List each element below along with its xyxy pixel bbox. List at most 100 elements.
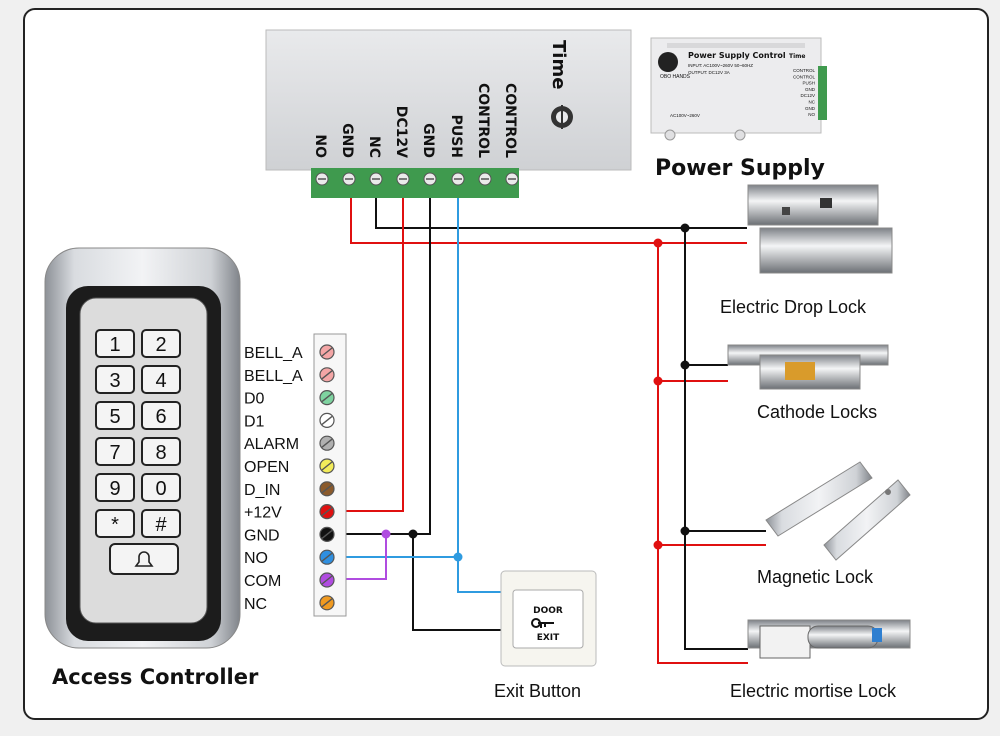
keypad-key-label: 3: [109, 370, 120, 392]
junction-dot: [381, 529, 391, 539]
junction-dot: [408, 529, 418, 539]
junction-dot: [653, 238, 663, 248]
keypad-key[interactable]: 2: [141, 329, 181, 358]
keypad-key-label: 4: [155, 370, 166, 392]
photo-spec-2: OUTPUT: DC12V 3A: [688, 70, 730, 75]
photo-terminal-label: GND: [805, 106, 816, 111]
keypad-key[interactable]: 6: [141, 401, 181, 430]
access-controller-caption: Access Controller: [52, 665, 259, 689]
keypad-key-face: [95, 365, 135, 394]
lock-caption-cathode: Cathode Locks: [757, 402, 877, 422]
power-supply-terminal-label: GND: [339, 123, 355, 158]
drop-lock-body: [747, 184, 879, 226]
photo-terminal-label: NO: [808, 112, 815, 117]
keypad-key-face: [141, 365, 181, 394]
controller-terminal-screw-slot: [321, 438, 333, 448]
keypad-key[interactable]: 4: [141, 365, 181, 394]
controller-terminals: BELL_ABELL_AD0D1ALARMOPEND_IN+12VGNDNOCO…: [244, 344, 335, 613]
magnet-body: [765, 461, 873, 537]
power-supply-terminal-label: PUSH: [448, 115, 464, 158]
exit-button-line2: EXIT: [537, 633, 560, 643]
mortise-tip: [872, 628, 882, 642]
keypad-key[interactable]: *: [95, 509, 135, 538]
keypad-key-face: [95, 401, 135, 430]
power-supply-terminal-label: DC12V: [393, 106, 409, 158]
junction-dots: [381, 223, 690, 562]
mount-hole: [734, 129, 746, 141]
keypad-key[interactable]: 1: [95, 329, 135, 358]
keypad-key[interactable]: #: [141, 509, 181, 538]
photo-title: Power Supply Control: [688, 51, 786, 60]
keypad-key-face: [141, 473, 181, 502]
controller-terminal-screw-slot: [321, 529, 333, 539]
wire-black-gnd: [336, 190, 431, 535]
junction-dot: [653, 376, 663, 386]
lock-caption-mortise: Electric mortise Lock: [730, 681, 897, 701]
controller-terminal-label: D1: [244, 413, 265, 430]
drop-lock-sticker: [820, 198, 832, 208]
keypad-key-label: 8: [155, 442, 166, 464]
power-supply-brand: Time: [548, 40, 569, 89]
keypad-key-label: 0: [155, 478, 166, 500]
photo-terminal-label: NC: [809, 100, 816, 105]
terminal-screws: [315, 172, 519, 186]
keypad-key-label: 7: [109, 442, 120, 464]
drop-lock-icon: [747, 184, 893, 274]
controller-terminal-label: D0: [244, 391, 265, 408]
power-supply-terminal-label: NC: [366, 136, 382, 158]
wire-purple-com: [336, 534, 387, 580]
keypad-key-face: [95, 509, 135, 538]
drop-lock-screw: [782, 207, 790, 215]
controller-terminal-screw-slot: [321, 347, 333, 357]
keypad-key[interactable]: 8: [141, 437, 181, 466]
wire-black-exit: [412, 534, 512, 631]
keypad-key[interactable]: 9: [95, 473, 135, 502]
controller-terminal-label: COM: [244, 573, 281, 590]
junction-dot: [680, 360, 690, 370]
controller-terminal-label: BELL_A: [244, 368, 303, 385]
photo-top-edge: [667, 43, 805, 48]
cathode-lock-icon: [727, 344, 889, 390]
keypad-key-face: [141, 509, 181, 538]
keypad-key-label: #: [155, 514, 167, 536]
keypad-key[interactable]: 5: [95, 401, 135, 430]
keypad-key[interactable]: 0: [141, 473, 181, 502]
keypad-key-label: 6: [155, 406, 166, 428]
controller-terminal-label: NO: [244, 550, 268, 567]
keypad-key[interactable]: 7: [95, 437, 135, 466]
exit-button[interactable]: DOOR EXIT: [500, 570, 597, 667]
photo-spec-1: INPUT: AC100V~260V 50~60HZ: [688, 63, 753, 68]
exit-button-line1: DOOR: [533, 606, 563, 616]
photo-logo-text: OBO HANDS: [660, 74, 691, 80]
bell-button[interactable]: [109, 543, 179, 575]
keypad-key-face: [95, 473, 135, 502]
wire-black-rail: [684, 228, 748, 650]
power-supply-terminal-label: NO: [312, 134, 328, 158]
wire-black-main: [375, 190, 747, 229]
controller-terminal-screw-slot: [321, 484, 333, 494]
keypad-key[interactable]: 3: [95, 365, 135, 394]
key-icon-ring: [531, 618, 541, 628]
controller-terminal-label: ALARM: [244, 436, 299, 453]
keypad-key-label: 9: [109, 478, 120, 500]
controller-terminal-label: BELL_A: [244, 345, 303, 362]
power-supply-terminal-label: CONTROL: [475, 83, 491, 158]
cathode-latch: [785, 362, 815, 380]
magnetic-lock-icon: [765, 461, 911, 561]
mortise-housing: [759, 625, 811, 659]
bell-icon: [134, 551, 154, 567]
controller-terminal-label: NC: [244, 596, 267, 613]
armature-screw: [885, 489, 891, 495]
mount-hole: [664, 129, 676, 141]
wire-blue-push: [457, 190, 512, 593]
obo-hands-logo-icon: [658, 52, 678, 72]
power-supply-photo-body: [650, 37, 822, 134]
power-supply-terminal-label: GND: [420, 123, 436, 158]
junction-dot: [680, 526, 690, 536]
keypad-key-face: [141, 437, 181, 466]
